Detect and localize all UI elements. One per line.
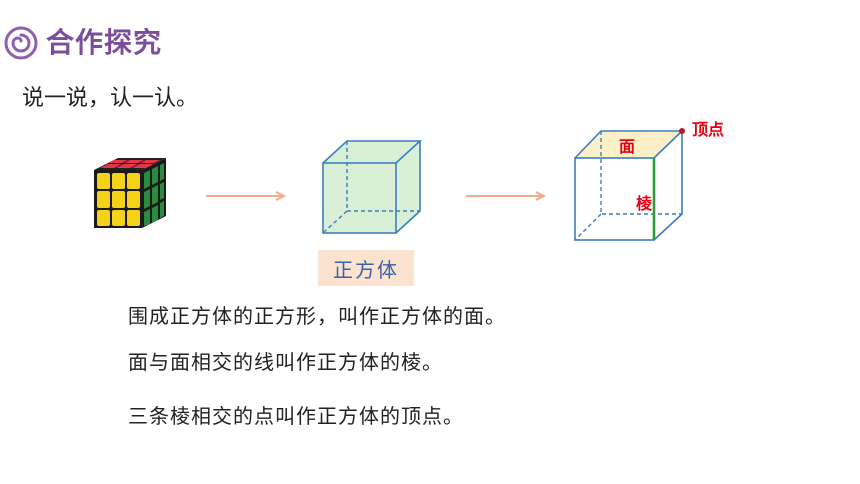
face-label: 面: [619, 137, 636, 156]
edge-label: 棱: [636, 194, 653, 213]
arrow-right-icon-2: [466, 190, 548, 202]
cube-label: 正方体: [318, 250, 414, 286]
rubiks-cube-image: [92, 156, 168, 234]
vertex-label: 顶点: [692, 120, 725, 139]
definition-edge: 面与面相交的线叫作正方体的棱。: [128, 350, 443, 374]
arrow-right-icon: [206, 190, 288, 202]
definition-face: 围成正方体的正方形，叫作正方体的面。: [128, 304, 506, 328]
prompt-text: 说一说，认一认。: [22, 86, 199, 111]
cube-figure: [320, 138, 424, 240]
labeled-cube-diagram: [572, 126, 688, 248]
spiral-icon: [4, 26, 38, 60]
definition-vertex: 三条棱相交的点叫作正方体的顶点。: [128, 404, 464, 428]
section-title: 合作探究: [46, 26, 163, 59]
vertex-dot: [679, 128, 685, 134]
cube-label-text: 正方体: [333, 257, 399, 282]
